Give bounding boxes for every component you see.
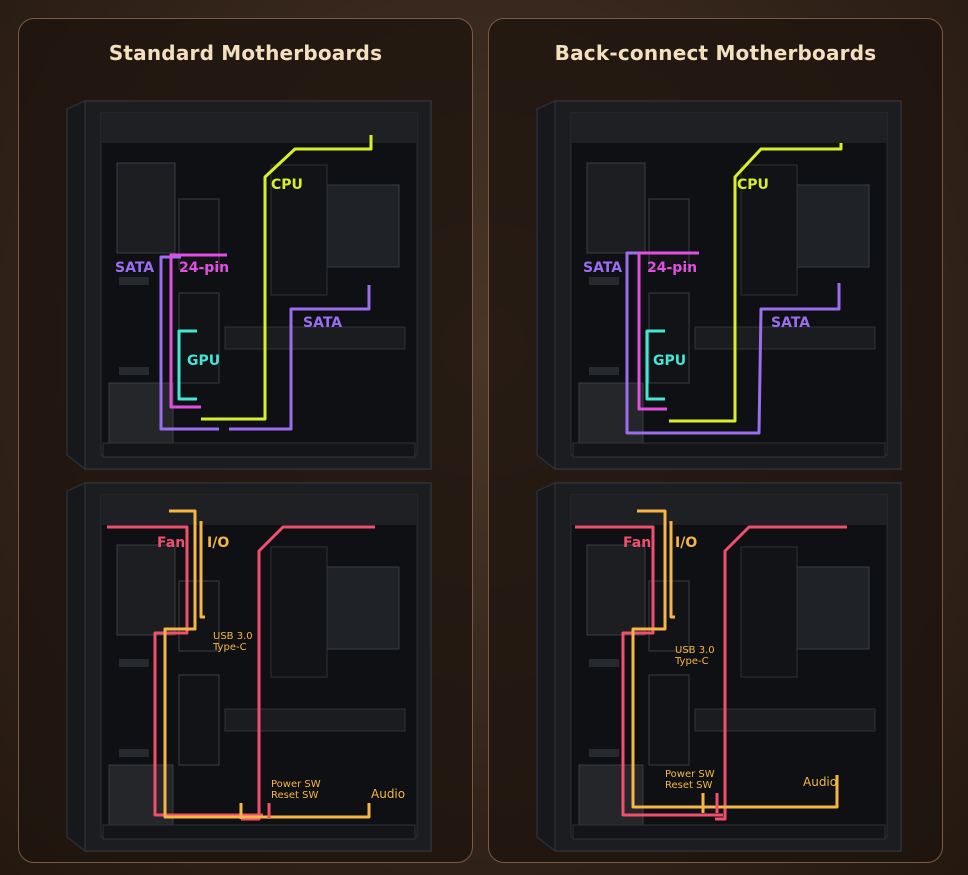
- cpu-cable: [201, 135, 373, 421]
- usb-cable: [669, 521, 675, 619]
- fan-label: Fan: [623, 535, 652, 551]
- gpu-cable: [177, 329, 197, 401]
- standard-motherboards-panel: Standard Motherboards SATA 24-pi: [18, 18, 473, 863]
- fan-cable-1: [575, 525, 723, 817]
- sata-right-cable: [229, 285, 371, 431]
- case-illustration: [536, 100, 902, 470]
- fan-cable-2: [241, 525, 375, 821]
- power-sw-label: Power SW: [271, 779, 321, 790]
- cable-routes: [159, 135, 373, 431]
- usb-label: USB 3.0: [213, 631, 253, 642]
- panel-title: Standard Motherboards: [108, 41, 383, 65]
- gpu-label: GPU: [187, 353, 221, 369]
- io-cable: [631, 509, 839, 809]
- reset-sw-label: Reset SW: [665, 780, 713, 791]
- io-label: I/O: [675, 535, 698, 551]
- back-connect-motherboards-panel: Back-connect Motherboards SATA 24-pin: [488, 18, 943, 863]
- case-power-cables-diagram: SATA 24-pin CPU GPU SATA: [489, 87, 944, 470]
- cpu-label: CPU: [271, 177, 303, 193]
- case-front-panel-cables-diagram: Fan I/O USB 3.0 Type-C Power SW Reset SW…: [19, 469, 474, 852]
- gpu-cable: [645, 329, 665, 401]
- sata-left-label: SATA: [583, 260, 623, 276]
- cpu-cable: [669, 143, 843, 423]
- fan-cable-2: [715, 525, 847, 821]
- io-cable: [163, 509, 371, 819]
- sata-left-cable: [625, 251, 841, 435]
- reset-sw-label: Reset SW: [271, 790, 319, 801]
- typec-label: Type-C: [675, 656, 709, 667]
- typec-label: Type-C: [213, 642, 247, 653]
- case-power-cables-diagram: SATA 24-pin CPU GPU SATA: [19, 87, 474, 470]
- fan-cable-1: [107, 525, 263, 817]
- usb-label: USB 3.0: [675, 645, 715, 656]
- sata-left-label: SATA: [115, 260, 155, 276]
- gpu-label: GPU: [653, 353, 687, 369]
- cable-routes: [575, 509, 847, 821]
- io-label: I/O: [207, 535, 230, 551]
- cpu-label: CPU: [737, 177, 769, 193]
- case-front-panel-cables-diagram: Fan I/O USB 3.0 Type-C Power SW Reset SW…: [489, 469, 944, 852]
- cable-routes: [625, 143, 843, 435]
- pin24-cable: [637, 251, 699, 411]
- cable-routes: [107, 509, 375, 821]
- panel-title: Back-connect Motherboards: [554, 41, 877, 65]
- audio-label: Audio: [371, 787, 406, 801]
- pin24-label: 24-pin: [647, 260, 698, 276]
- pin24-cable: [169, 253, 227, 409]
- pin24-label: 24-pin: [179, 260, 230, 276]
- fan-label: Fan: [157, 535, 186, 551]
- case-illustration: [66, 100, 432, 470]
- audio-label: Audio: [803, 775, 838, 789]
- case-illustration: [536, 482, 902, 852]
- usb-cable: [199, 521, 205, 619]
- power-sw-label: Power SW: [665, 769, 715, 780]
- sata-right-label: SATA: [303, 315, 343, 331]
- sata-right-label: SATA: [771, 315, 811, 331]
